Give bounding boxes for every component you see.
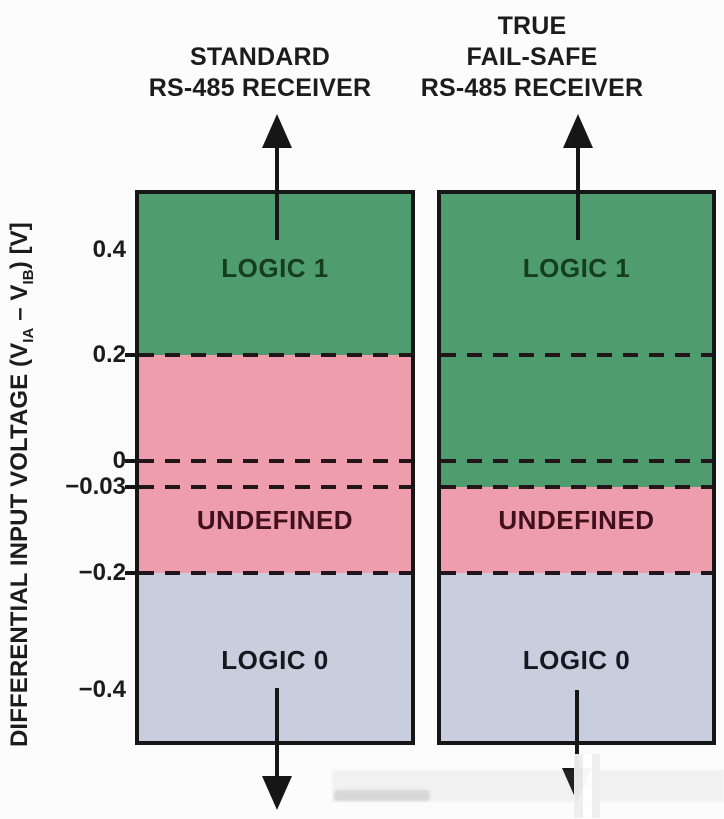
dashed-line-0p2: [441, 353, 712, 357]
panel-header-standard: STANDARD RS-485 RECEIVER: [110, 42, 410, 104]
header-line: RS-485 RECEIVER: [148, 74, 372, 102]
panel-standard-receiver: [135, 190, 415, 745]
y-tick-mark: [125, 459, 139, 463]
y-tick-mark: [125, 571, 139, 575]
dashed-line-m0p2: [441, 571, 712, 575]
watermark-band: [332, 770, 724, 802]
dashed-line-m0p03: [441, 485, 712, 489]
watermark-mosaic: [574, 754, 600, 818]
dashed-line-0: [441, 459, 712, 463]
header-line: TRUE: [497, 12, 567, 40]
y-tick-label: 0.2: [92, 341, 126, 368]
y-tick-label: 0.4: [92, 236, 126, 263]
dashed-line-m0p2: [139, 571, 411, 575]
logic1-label: LOGIC 1: [221, 253, 329, 283]
region-undefined: [139, 355, 411, 573]
y-tick-label: 0: [112, 447, 126, 474]
region-undefined: [441, 487, 712, 573]
header-line: RS-485 RECEIVER: [420, 74, 644, 102]
y-tick-label: −0.4: [78, 676, 126, 703]
region-logic1: [441, 194, 712, 487]
y-tick-mark: [125, 353, 139, 357]
y-tick-mark: [125, 485, 139, 489]
watermark-smudge: [334, 790, 430, 801]
dashed-line-0p2: [139, 353, 411, 357]
logic1-label: LOGIC 1: [522, 253, 631, 283]
dashed-line-0: [139, 459, 411, 463]
panel-header-true-fail-safe: TRUE FAIL-SAFE RS-485 RECEIVER: [382, 11, 682, 104]
undefined-label: UNDEFINED: [498, 505, 655, 535]
undefined-label: UNDEFINED: [196, 505, 354, 535]
logic0-label: LOGIC 0: [522, 645, 631, 675]
dashed-line-m0p03: [139, 485, 411, 489]
logic0-label: LOGIC 0: [221, 645, 329, 675]
header-line: STANDARD: [189, 43, 330, 71]
header-line: FAIL-SAFE: [466, 43, 598, 71]
y-tick-label: −0.03: [65, 473, 126, 500]
y-tick-label: −0.2: [78, 559, 126, 586]
